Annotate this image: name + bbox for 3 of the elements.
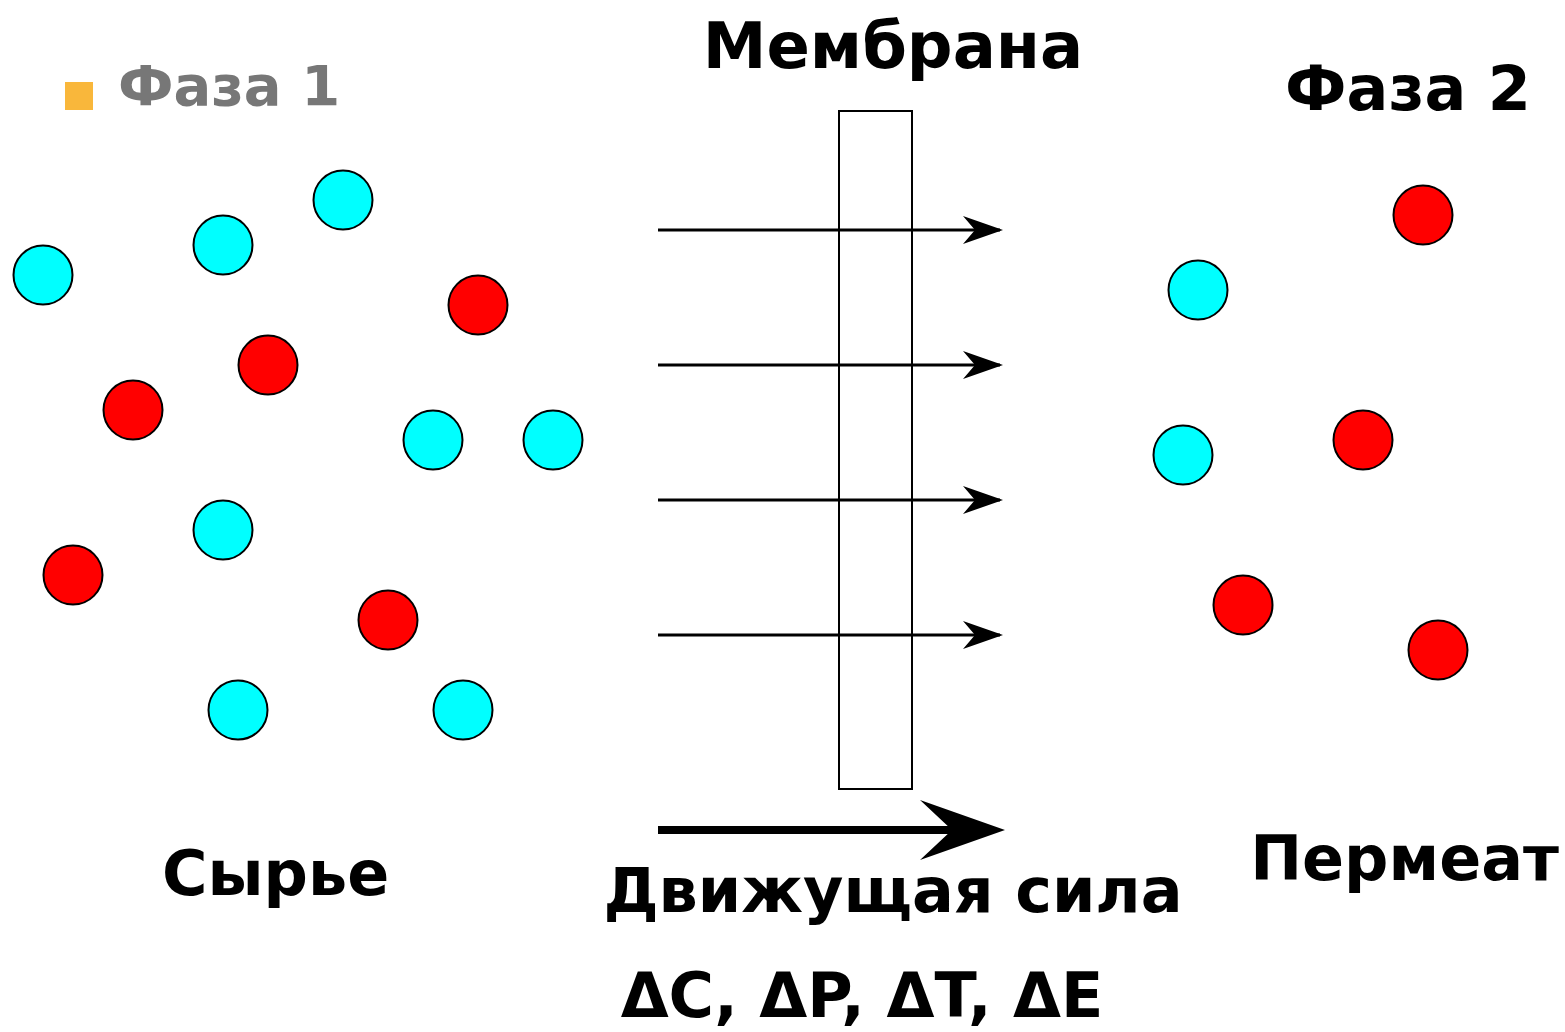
gradient-formula: ΔC, ΔP, ΔT, ΔE [620,965,1104,1027]
phase-label: Фаза 1 [118,58,341,114]
phase-label: Фаза 2 [1285,58,1531,120]
